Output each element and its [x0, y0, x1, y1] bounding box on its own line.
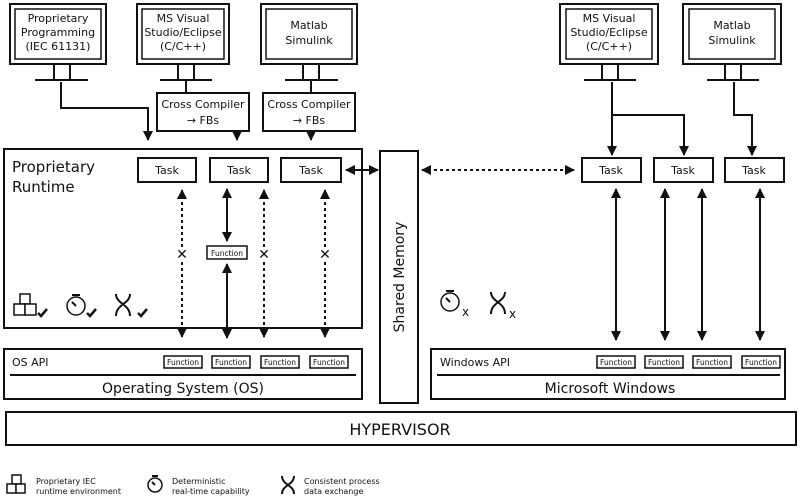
runtime-title: Runtime	[12, 178, 75, 196]
legend-label: Consistent process	[304, 477, 380, 486]
task-label: Task	[154, 164, 179, 177]
monitor-label-line: Matlab	[713, 19, 750, 32]
function-label: Function	[313, 358, 345, 367]
runtime-task-1: Task	[137, 157, 197, 183]
windows-function-4: Function	[741, 355, 781, 369]
blocked-x-icon: ✕	[258, 247, 270, 263]
stopwatch-icon: x	[440, 290, 469, 319]
connector-arrow	[611, 82, 689, 156]
monitor-label-line: Simulink	[708, 34, 756, 47]
check-icon	[137, 308, 148, 318]
shared-memory-label: Shared Memory	[392, 222, 408, 333]
hypervisor-box: HYPERVISOR	[5, 411, 797, 446]
monitor-matlab-simulink-right: Matlab Simulink	[682, 3, 782, 81]
x-mark-icon: x	[509, 307, 516, 321]
task-label: Task	[670, 164, 695, 177]
function-label: Function	[600, 358, 632, 367]
task-label: Task	[598, 164, 623, 177]
monitor-label-line: MS Visual	[583, 12, 636, 25]
check-icon	[37, 308, 48, 318]
function-label: Function	[211, 249, 243, 258]
legend-item-proprietary-runtime: Proprietary IEC runtime environment	[6, 474, 121, 496]
function-label: Function	[745, 358, 777, 367]
monitor-label-line: Proprietary	[28, 12, 89, 25]
function-label: Function	[264, 358, 296, 367]
os-function-4: Function	[309, 355, 349, 369]
os-function-2: Function	[211, 355, 251, 369]
windows-task-2: Task	[653, 157, 714, 183]
connector-arrow	[60, 82, 153, 141]
legend-label: Deterministic	[172, 477, 226, 486]
windows-function-1: Function	[596, 355, 636, 369]
windows-label: Microsoft Windows	[545, 381, 676, 397]
cross-compiler-label: Cross Compiler	[267, 98, 351, 111]
cross-compiler-box-1: Cross Compiler → FBs	[156, 80, 250, 132]
windows-api-label: Windows API	[440, 356, 510, 369]
stopwatch-icon	[147, 475, 163, 493]
windows-function-2: Function	[644, 355, 684, 369]
function-label: Function	[167, 358, 199, 367]
os-api-label: OS API	[12, 356, 49, 369]
cross-compiler-label: → FBs	[293, 114, 326, 127]
monitor-ms-visual-studio-left: MS Visual Studio/Eclipse (C/C++)	[136, 3, 230, 81]
monitor-matlab-simulink-left: Matlab Simulink	[260, 3, 358, 81]
runtime-title: Proprietary	[12, 158, 95, 176]
legend-item-deterministic: Deterministic real-time capability	[147, 475, 250, 496]
windows-task-3: Task	[724, 157, 785, 183]
legend-label: Proprietary IEC	[36, 477, 96, 486]
function-label: Function	[696, 358, 728, 367]
monitor-ms-visual-studio-right: MS Visual Studio/Eclipse (C/C++)	[559, 3, 659, 81]
legend-item-consistent-exchange: Consistent process data exchange	[281, 475, 380, 496]
task-label: Task	[741, 164, 766, 177]
windows-task-1: Task	[581, 157, 642, 183]
os-function-1: Function	[163, 355, 203, 369]
monitor-label-line: (IEC 61131)	[26, 40, 91, 53]
monitor-label-line: (C/C++)	[586, 40, 632, 53]
legend-label: data exchange	[304, 487, 363, 496]
exchange-icon: x	[490, 291, 516, 321]
blocks-icon	[13, 293, 48, 318]
windows-function-3: Function	[692, 355, 732, 369]
blocks-icon	[6, 474, 26, 494]
monitor-label-line: Studio/Eclipse	[570, 26, 648, 39]
runtime-task-3: Task	[280, 157, 342, 183]
runtime-task-2: Task	[209, 157, 269, 183]
x-mark-icon: x	[462, 305, 469, 319]
stopwatch-icon	[66, 294, 97, 318]
blocked-x-icon: ✕	[319, 247, 331, 263]
hypervisor-label: HYPERVISOR	[349, 420, 450, 439]
monitor-label-line: Programming	[21, 26, 95, 39]
blocked-x-icon: ✕	[176, 247, 188, 263]
connector-arrow	[733, 82, 757, 156]
exchange-icon	[281, 475, 295, 495]
os-label: Operating System (OS)	[102, 381, 264, 397]
legend-label: real-time capability	[172, 487, 250, 496]
task-label: Task	[226, 164, 251, 177]
function-label: Function	[648, 358, 680, 367]
cross-compiler-box-2: Cross Compiler → FBs	[262, 80, 356, 132]
cross-compiler-label: → FBs	[187, 114, 220, 127]
runtime-function-box: Function	[206, 245, 248, 260]
monitor-label-line: Simulink	[285, 34, 333, 47]
monitor-label-line: Studio/Eclipse	[144, 26, 222, 39]
check-icon	[86, 308, 97, 318]
task-label: Task	[298, 164, 323, 177]
function-label: Function	[215, 358, 247, 367]
cross-compiler-label: Cross Compiler	[161, 98, 245, 111]
monitor-label-line: MS Visual	[157, 12, 210, 25]
exchange-icon	[115, 293, 148, 318]
legend-label: runtime environment	[36, 487, 121, 496]
monitor-label-line: Matlab	[290, 19, 327, 32]
monitor-label-line: (C/C++)	[160, 40, 206, 53]
os-function-3: Function	[260, 355, 300, 369]
shared-memory-box: Shared Memory	[379, 150, 419, 404]
monitor-proprietary-programming: Proprietary Programming (IEC 61131)	[9, 3, 107, 81]
